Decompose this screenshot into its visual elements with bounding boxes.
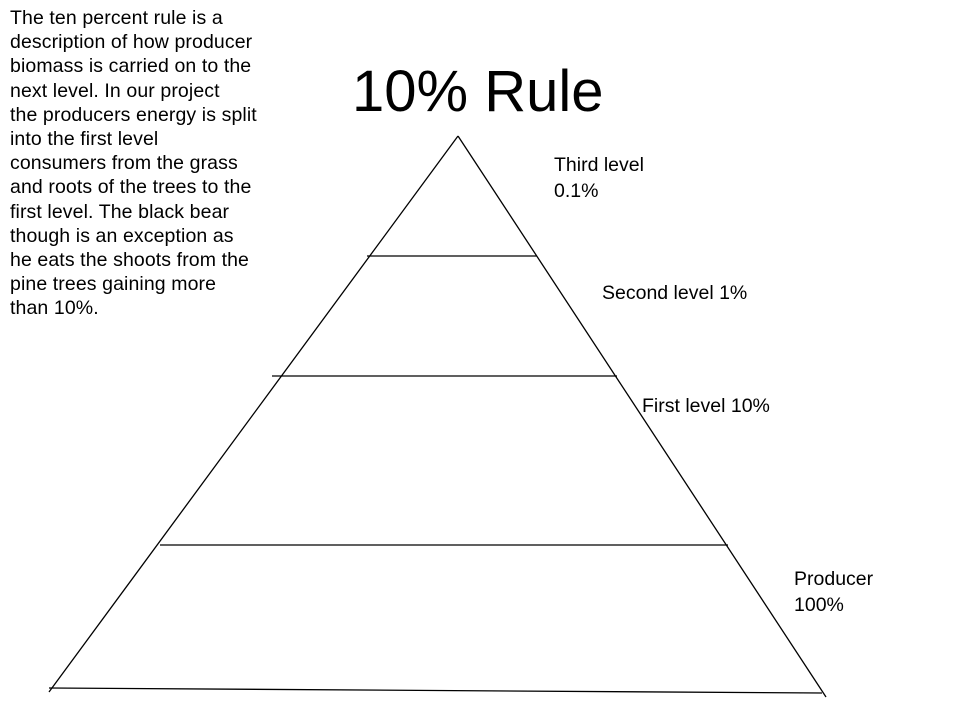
pyramid-base-line	[48, 687, 823, 694]
pyramid-right-edge	[457, 135, 827, 698]
rule-description: The ten percent rule is a description of…	[10, 7, 257, 320]
second-level-label: Second level 1%	[602, 282, 748, 304]
third-level-label: Third level 0.1%	[554, 154, 644, 202]
first-level-label: First level 10%	[642, 395, 770, 417]
producer-level-label: Producer 100%	[794, 568, 874, 616]
pyramid-left-edge	[48, 135, 459, 693]
slide-title: 10% Rule	[352, 59, 604, 124]
